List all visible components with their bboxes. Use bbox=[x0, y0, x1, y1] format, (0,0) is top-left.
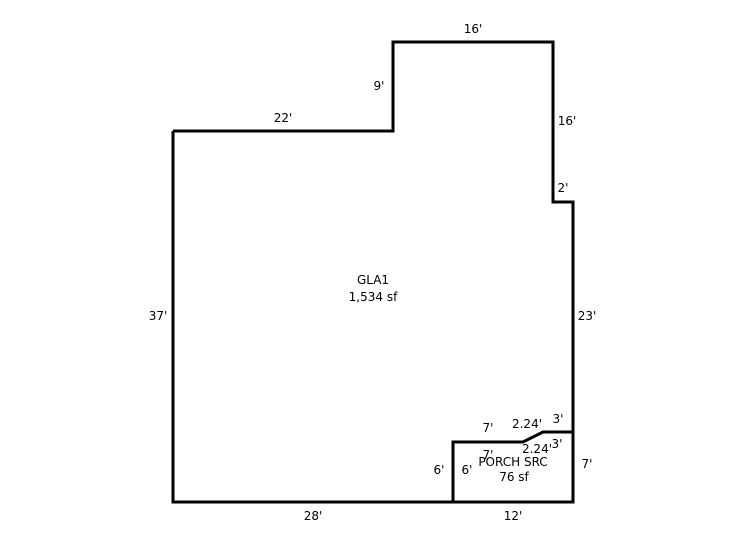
dim-porch-left-outer: 6' bbox=[434, 463, 445, 477]
dim-upper-step-height: 9' bbox=[374, 79, 385, 93]
dim-left-height: 37' bbox=[149, 309, 168, 323]
dim-right-upper-height: 16' bbox=[558, 114, 577, 128]
dim-bottom-left-width: 28' bbox=[304, 509, 323, 523]
dim-right-lower-height: 23' bbox=[578, 309, 597, 323]
dim-porch-top-inner: 7' bbox=[483, 448, 494, 462]
dim-top-right-width: 16' bbox=[464, 22, 483, 36]
dim-porch-diag-outer: 2.24' bbox=[512, 417, 542, 431]
dim-porch-step-outer: 3' bbox=[553, 412, 564, 426]
porch-name: PORCH SRC bbox=[478, 455, 547, 469]
dim-right-jog: 2' bbox=[558, 181, 569, 195]
dim-porch-step-inner: 3' bbox=[552, 437, 563, 451]
dim-porch-diag-inner: 2.24' bbox=[522, 442, 552, 456]
dim-porch-right-height: 7' bbox=[582, 457, 593, 471]
dim-porch-left-inner: 6' bbox=[462, 463, 473, 477]
porch-outline bbox=[451, 430, 573, 502]
dim-bottom-right-width: 12' bbox=[504, 509, 523, 523]
porch-area: 76 sf bbox=[499, 470, 529, 484]
dim-porch-top-outer: 7' bbox=[483, 421, 494, 435]
gla-outline bbox=[171, 40, 575, 504]
dim-upper-left-width: 22' bbox=[274, 111, 293, 125]
gla-area: 1,534 sf bbox=[349, 290, 398, 304]
gla-name: GLA1 bbox=[357, 273, 389, 287]
